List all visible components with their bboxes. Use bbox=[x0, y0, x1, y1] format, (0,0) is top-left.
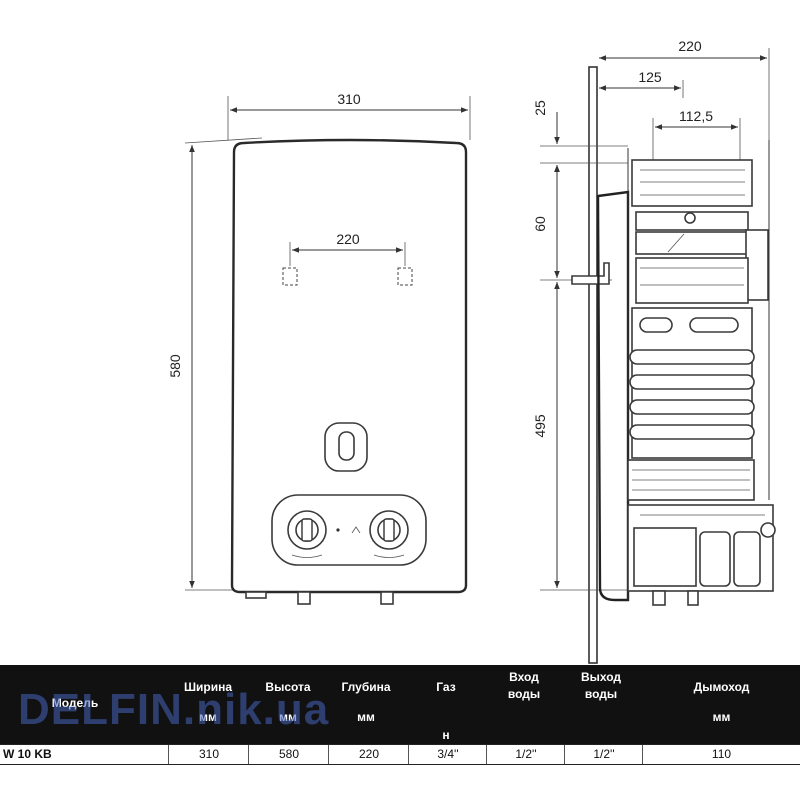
header-water-out: Выход воды bbox=[580, 670, 622, 701]
side-view: 220 125 112,5 25 60 495 bbox=[532, 38, 776, 664]
front-height-label: 580 bbox=[167, 354, 183, 378]
technical-drawing: 310 580 220 bbox=[167, 38, 776, 664]
pipe-gas bbox=[652, 590, 666, 606]
header-model: Модель bbox=[51, 696, 99, 710]
cell-water-out: 1/2'' bbox=[564, 745, 643, 764]
cell-gas: 3/4'' bbox=[408, 745, 487, 764]
header-height: Высота мм bbox=[265, 680, 311, 724]
heater-casing bbox=[230, 138, 468, 594]
side-casing bbox=[596, 190, 630, 602]
mount-spacing-label: 220 bbox=[336, 231, 360, 247]
cell-height: 580 bbox=[248, 745, 329, 764]
cell-depth: 220 bbox=[328, 745, 409, 764]
table-row: W 10 KB 310 580 220 3/4'' 1/2'' 1/2'' 11… bbox=[0, 744, 800, 765]
connection-gas bbox=[297, 591, 311, 605]
header-width: Ширина мм bbox=[183, 680, 233, 724]
connection-water bbox=[380, 591, 394, 605]
wall-hook bbox=[571, 262, 610, 285]
side-depth-total-label: 220 bbox=[678, 38, 702, 54]
front-view: 310 580 220 bbox=[167, 91, 471, 605]
mount-hole-left bbox=[282, 267, 298, 286]
header-flue: Дымоход мм bbox=[693, 680, 750, 724]
water-knob-right bbox=[369, 510, 409, 550]
spec-table-header: Модель Ширина мм Высота мм Глубина мм Га… bbox=[0, 665, 800, 744]
header-depth: Глубина мм bbox=[341, 680, 391, 724]
connection-left bbox=[245, 591, 267, 599]
cell-flue: 110 bbox=[642, 745, 800, 764]
cell-model: W 10 KB bbox=[3, 747, 52, 761]
front-width-label: 310 bbox=[337, 91, 361, 107]
wall-plate bbox=[588, 66, 598, 664]
pipe-water bbox=[687, 590, 699, 606]
spec-table: Модель Ширина мм Высота мм Глубина мм Га… bbox=[0, 665, 800, 800]
cell-water-in: 1/2'' bbox=[486, 745, 565, 764]
side-depth-125-label: 125 bbox=[638, 69, 662, 85]
side-60-label: 60 bbox=[532, 216, 548, 232]
side-495-label: 495 bbox=[532, 414, 548, 438]
mount-hole-right bbox=[397, 267, 413, 286]
cell-width: 310 bbox=[168, 745, 249, 764]
gas-knob-left bbox=[287, 510, 327, 550]
side-top-25-label: 25 bbox=[532, 100, 548, 116]
side-depth-112-label: 112,5 bbox=[679, 108, 713, 124]
header-gas: Газ н bbox=[436, 680, 456, 742]
flue-hood bbox=[631, 159, 753, 207]
header-water-in: Вход воды bbox=[507, 670, 541, 701]
